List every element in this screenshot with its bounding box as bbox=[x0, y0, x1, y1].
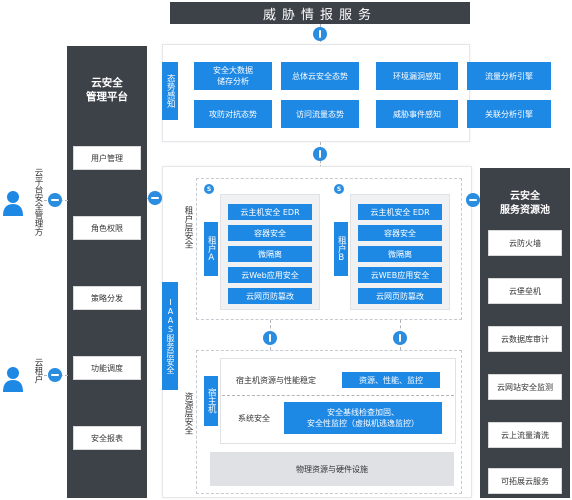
threat-intel-title: 威胁情报服务 bbox=[262, 7, 377, 23]
tenant-b-item-microseg[interactable]: 微隔离 bbox=[358, 246, 442, 262]
connector-icon bbox=[466, 193, 480, 207]
resource-layer-label: 资源层安全 bbox=[183, 392, 193, 435]
tenant-b-item-container[interactable]: 容器安全 bbox=[358, 225, 442, 241]
connector-icon bbox=[263, 331, 277, 345]
platform-item-role-permission[interactable]: 角色权限 bbox=[73, 216, 141, 240]
situation-cell-access-traffic[interactable]: 访问流量态势 bbox=[281, 100, 359, 128]
iaas-layer-label: IAAS服务层安全 bbox=[162, 282, 178, 390]
tenant-b-service-icon: S bbox=[334, 184, 344, 194]
connector-icon bbox=[393, 331, 407, 345]
resource-item-bastion[interactable]: 云堡垒机 bbox=[488, 278, 562, 304]
cloud-security-resource-pool: 云安全 服务资源池 云防火墙 云堡垒机 云数据库审计 云网站安全监测 云上流量清… bbox=[480, 168, 570, 498]
platform-item-security-report[interactable]: 安全报表 bbox=[73, 426, 141, 450]
admin-user-icon bbox=[2, 190, 24, 216]
resource-item-website-monitor[interactable]: 云网站安全监测 bbox=[488, 374, 562, 400]
connector-icon bbox=[48, 368, 62, 382]
tenant-user-icon bbox=[2, 366, 24, 392]
resource-pool-title: 云安全 服务资源池 bbox=[500, 191, 550, 216]
host-label: 宿主机 bbox=[204, 376, 218, 426]
tenant-a-item-tamper[interactable]: 云网页防篡改 bbox=[228, 288, 312, 304]
physical-infrastructure: 物理资源与硬件设施 bbox=[210, 452, 454, 486]
platform-item-function-scheduling[interactable]: 功能调度 bbox=[73, 356, 141, 380]
tenant-b-item-edr[interactable]: 云主机安全 EDR bbox=[358, 204, 442, 220]
situation-cell-attack-defense[interactable]: 攻防对抗态势 bbox=[194, 100, 272, 128]
connector-icon bbox=[48, 193, 62, 207]
resource-item-extensible[interactable]: 可拓展云服务 bbox=[488, 468, 562, 494]
admin-label: 云平台安全管理方 bbox=[33, 168, 43, 236]
cloud-security-management-platform: 云安全 管理平台 用户管理 角色权限 策略分发 功能调度 安全报表 bbox=[67, 46, 147, 498]
tenant-a-service-icon: S bbox=[204, 184, 214, 194]
host-divider bbox=[222, 395, 454, 396]
host-resource-performance-value[interactable]: 资源、性能、监控 bbox=[342, 372, 440, 388]
tenant-a-item-waf[interactable]: 云Web应用安全 bbox=[228, 267, 312, 283]
situation-cell-threat-event[interactable]: 威胁事件感知 bbox=[376, 100, 458, 128]
resource-layer-frame bbox=[196, 350, 462, 494]
situation-cell-correlation-engine[interactable]: 关联分析引擎 bbox=[467, 100, 551, 128]
tenant-a-item-container[interactable]: 容器安全 bbox=[228, 225, 312, 241]
resource-item-traffic-scrubbing[interactable]: 云上流量清洗 bbox=[488, 422, 562, 448]
situation-cell-overall[interactable]: 总体云安全态势 bbox=[281, 62, 359, 90]
tenant-b-item-waf[interactable]: 云WEB应用安全 bbox=[358, 267, 442, 283]
platform-item-user-management[interactable]: 用户管理 bbox=[73, 146, 141, 170]
situation-cell-traffic-engine[interactable]: 流量分析引擎 bbox=[467, 62, 551, 90]
platform-item-policy-distribution[interactable]: 策略分发 bbox=[73, 286, 141, 310]
tenant-a-item-microseg[interactable]: 微隔离 bbox=[228, 246, 312, 262]
connector-icon bbox=[313, 27, 327, 41]
tenant-label: 云租户 bbox=[33, 358, 43, 384]
tenant-layer-label: 租户层安全 bbox=[183, 206, 193, 249]
tenant-b-label: 租户B bbox=[334, 222, 348, 276]
host-system-security-value[interactable]: 安全基线检查加固、 安全性监控（虚拟机逃逸监控） bbox=[284, 402, 442, 434]
host-system-security-label: 系统安全 bbox=[238, 413, 270, 423]
situation-awareness-label: 态势感知 bbox=[162, 62, 178, 120]
resource-item-db-audit[interactable]: 云数据库审计 bbox=[488, 326, 562, 352]
host-resource-performance-label: 宿主机资源与性能稳定 bbox=[236, 375, 316, 385]
threat-intel-service-bar: 威胁情报服务 bbox=[170, 2, 470, 24]
connector-icon bbox=[313, 147, 327, 161]
tenant-b-item-tamper[interactable]: 云网页防篡改 bbox=[358, 288, 442, 304]
resource-item-firewall[interactable]: 云防火墙 bbox=[488, 230, 562, 256]
tenant-a-label: 租户A bbox=[204, 222, 218, 276]
platform-title: 云安全 管理平台 bbox=[86, 77, 128, 103]
tenant-a-item-edr[interactable]: 云主机安全 EDR bbox=[228, 204, 312, 220]
connector-icon bbox=[148, 191, 162, 205]
situation-cell-vuln[interactable]: 环境漏洞感知 bbox=[376, 62, 458, 90]
situation-cell-big-data[interactable]: 安全大数据 储存分析 bbox=[194, 62, 272, 90]
tenant-layer-frame bbox=[196, 178, 462, 320]
